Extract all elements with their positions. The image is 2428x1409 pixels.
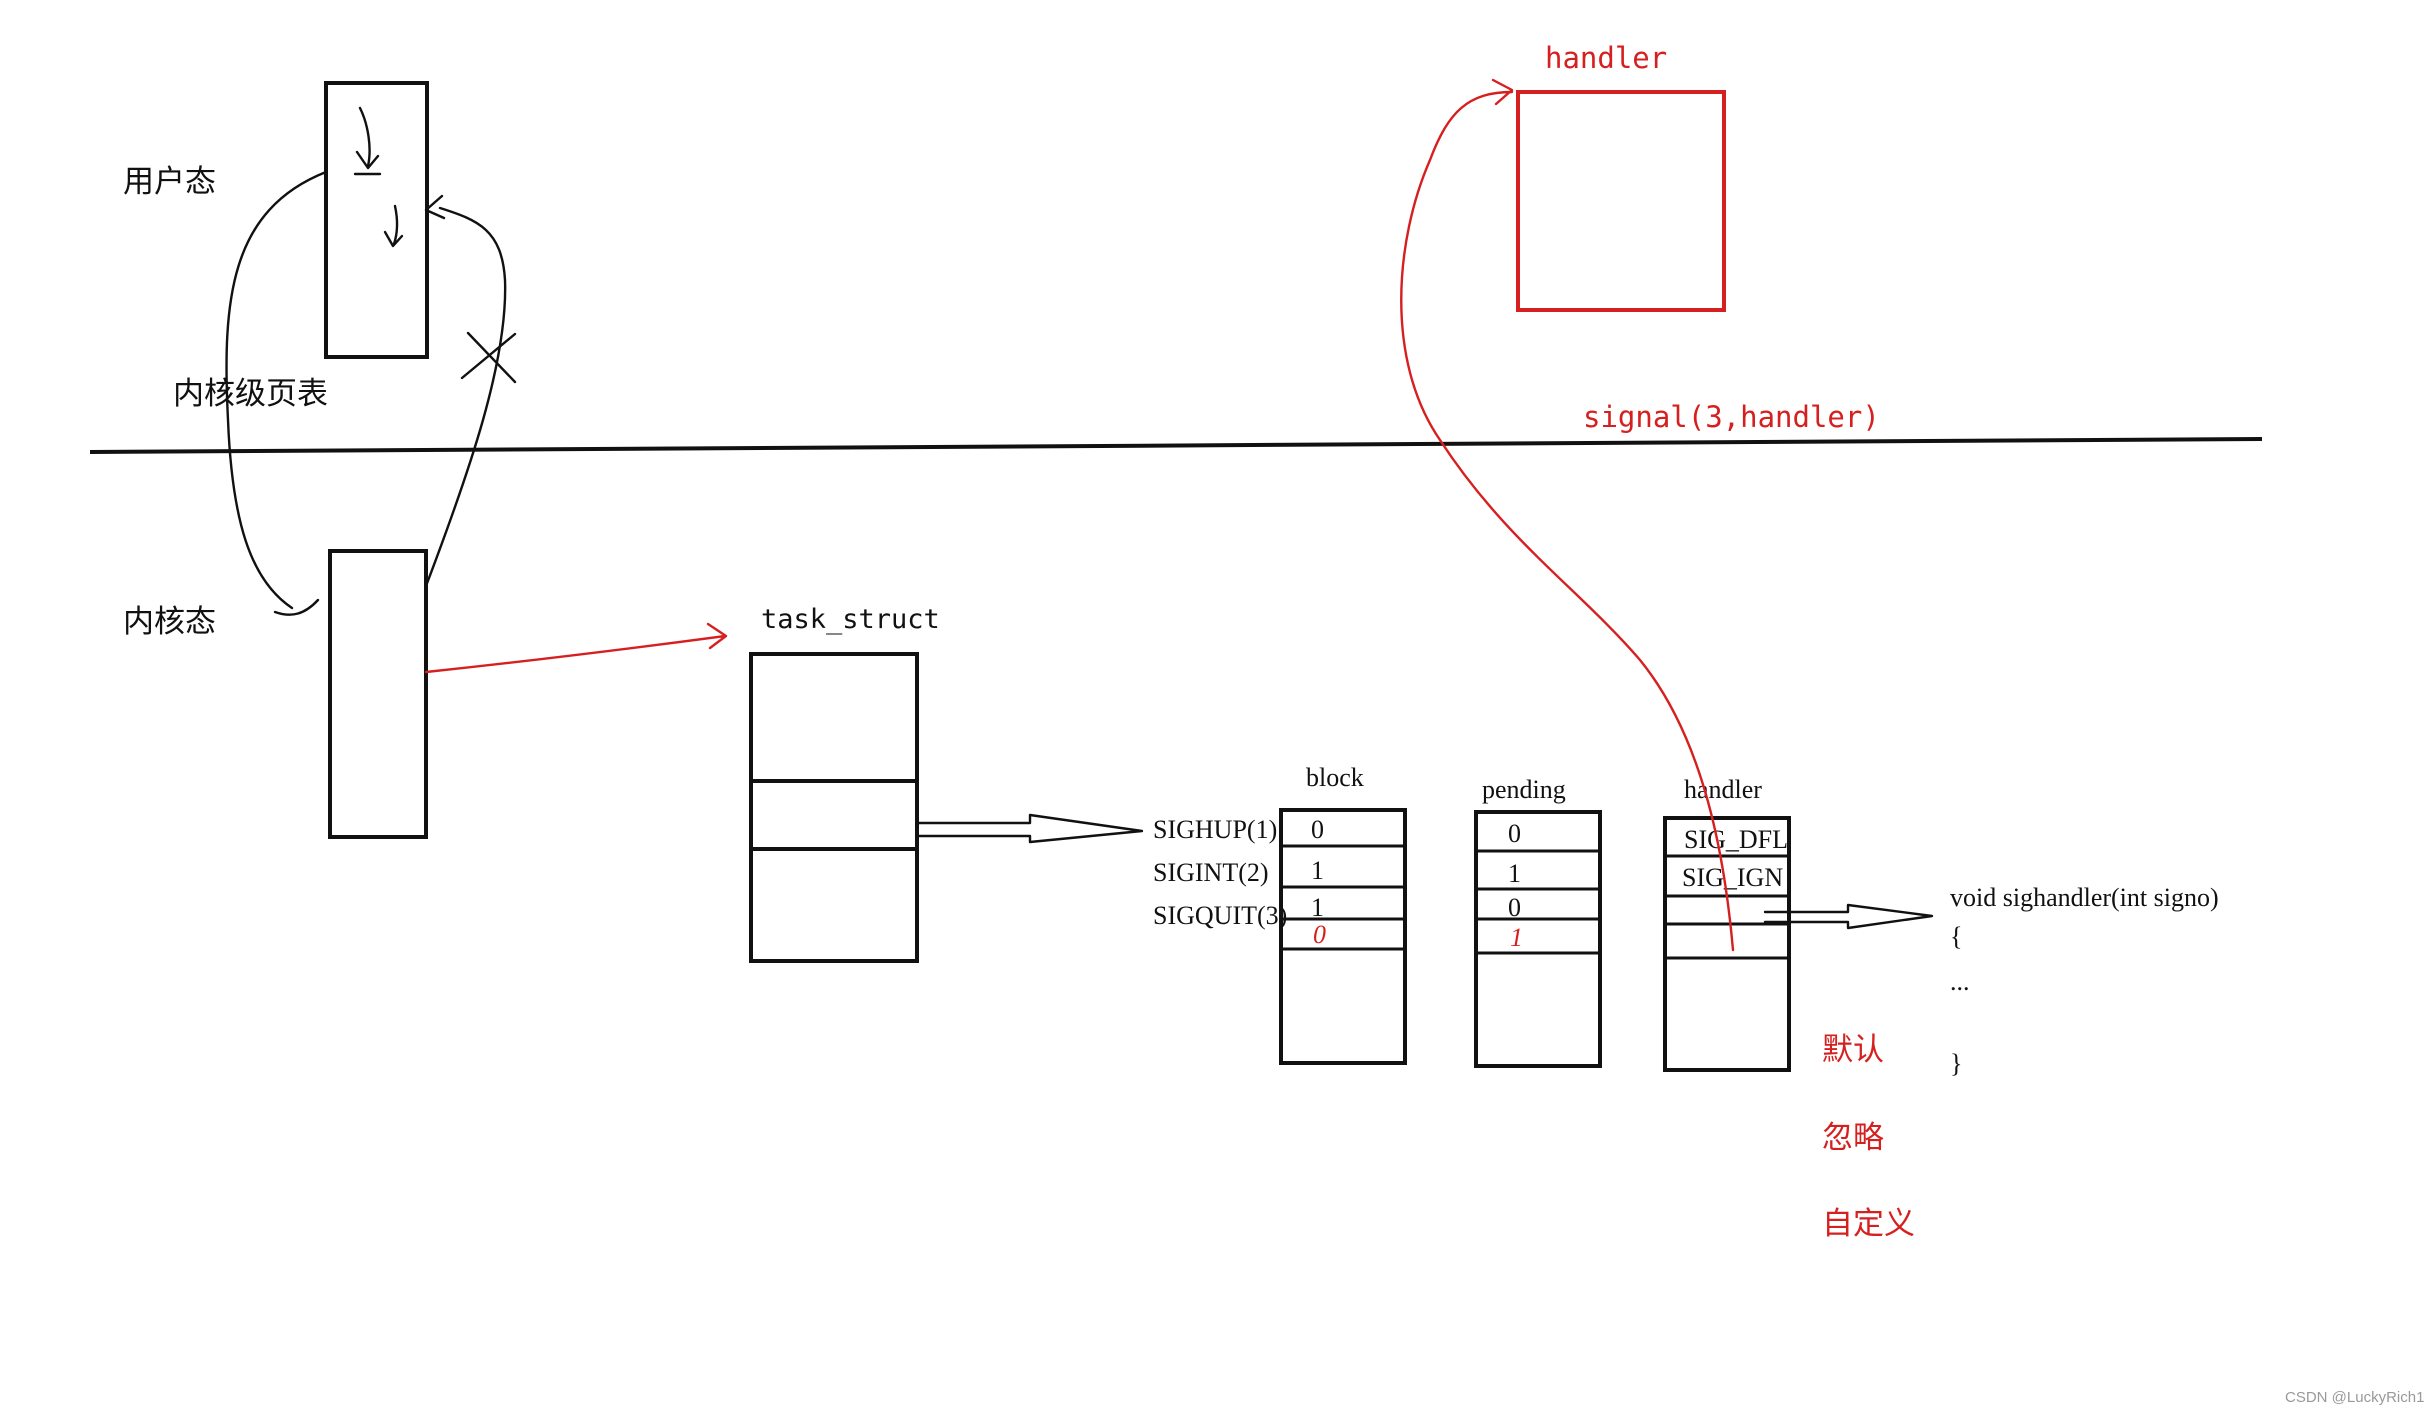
execution-arrow-2 — [383, 204, 404, 248]
user-mode-box — [324, 81, 429, 359]
code-line: } — [1950, 1049, 1962, 1078]
signal-name: SIGQUIT(3) — [1153, 901, 1287, 930]
handler-cell: SIG_DFL — [1684, 825, 1788, 854]
code-line: { — [1950, 922, 1962, 951]
user-kernel-divider — [89, 437, 2263, 454]
block-annotation: 0 — [1313, 920, 1326, 949]
handler-option-custom: 自定义 — [1822, 1206, 1915, 1242]
pending-table-title: pending — [1482, 775, 1566, 804]
execution-arrow-1 — [353, 106, 382, 176]
block-cell: 1 — [1311, 856, 1324, 885]
signal-name: SIGINT(2) — [1153, 858, 1269, 887]
kernel-mode-box — [328, 549, 428, 839]
task-struct-box — [749, 652, 919, 963]
block-cell: 1 — [1311, 893, 1324, 922]
user-mode-label: 用户态 — [123, 164, 216, 200]
signal-name: SIGHUP(1) — [1153, 815, 1277, 844]
pending-cell: 0 — [1508, 819, 1521, 848]
code-line: void sighandler(int signo) — [1950, 883, 2219, 912]
cross-mark — [460, 331, 517, 384]
to-task-struct-arrow — [424, 622, 728, 674]
handler-option-ignore: 忽略 — [1822, 1120, 1884, 1156]
code-line: ... — [1950, 967, 1970, 996]
kernel-page-table-label: 内核级页表 — [173, 376, 328, 412]
handler-cell: SIG_IGN — [1682, 863, 1783, 892]
trap-to-kernel-curve — [225, 170, 328, 616]
pending-cell: 1 — [1508, 859, 1521, 888]
task-struct-label: task_struct — [761, 604, 940, 635]
pending-annotation: 1 — [1510, 923, 1523, 952]
handler-option-default: 默认 — [1822, 1032, 1884, 1068]
to-signal-tables-arrow — [915, 813, 1144, 844]
task-struct-signal-field — [749, 779, 919, 851]
pending-cell: 0 — [1508, 893, 1521, 922]
handler-function-label: handler — [1545, 41, 1667, 75]
block-table-title: block — [1306, 763, 1364, 792]
handler-registration-curve — [1400, 78, 1735, 952]
kernel-mode-label: 内核态 — [123, 604, 216, 640]
signal-call-label: signal(3,handler) — [1583, 400, 1880, 434]
to-custom-handler-arrow — [1763, 903, 1934, 930]
block-cell: 0 — [1311, 815, 1324, 844]
block-table — [1279, 808, 1407, 1065]
watermark: CSDN @LuckyRich1 — [2285, 1389, 2424, 1406]
return-to-user-curve — [424, 194, 507, 588]
handler-table-title: handler — [1684, 775, 1762, 804]
handler-function-box — [1516, 90, 1726, 312]
